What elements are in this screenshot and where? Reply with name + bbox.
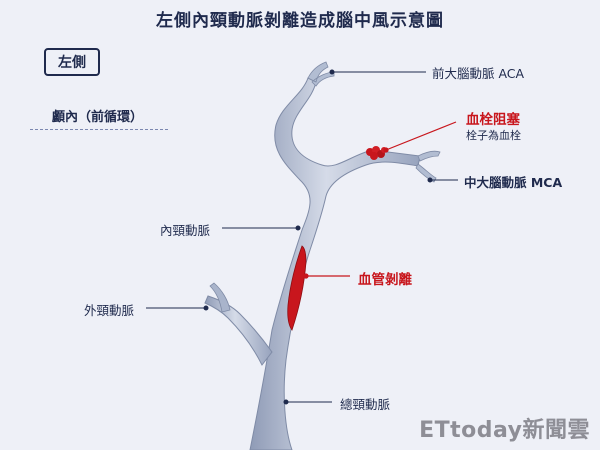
ica-label: 內頸動脈 — [160, 223, 211, 238]
embolism-leader — [385, 121, 457, 151]
eca-label: 外頸動脈 — [84, 303, 135, 318]
mca-tip-vessel — [415, 150, 441, 183]
ica-leader-dot — [295, 225, 301, 231]
aca-leader-dot — [329, 69, 335, 75]
mca-leader-dot — [427, 177, 433, 183]
aca-tip-vessel — [307, 61, 335, 87]
embolism-leader-dot — [383, 147, 389, 153]
embolism-label: 血栓阻塞 — [466, 112, 520, 128]
mca-label: 中大腦動脈 MCA — [464, 175, 563, 190]
dissection-leader-dot — [303, 273, 309, 279]
common-carotid-vessel — [249, 77, 421, 450]
side-label-box: 左側 — [44, 48, 100, 76]
side-label: 左側 — [58, 55, 86, 71]
dissection-tear — [287, 245, 307, 331]
external-carotid-vessel — [204, 295, 273, 366]
cca-label: 總頸動脈 — [340, 397, 391, 412]
dissection-label: 血管剝離 — [358, 272, 412, 288]
eca-leader-dot — [203, 305, 209, 311]
leader-lines — [146, 69, 458, 405]
red-leader-lines — [303, 121, 457, 279]
external-carotid-twig — [209, 282, 231, 313]
embolism-note: 栓子為血栓 — [466, 129, 521, 142]
ettoday-logo: ETtoday新聞雲 — [419, 418, 590, 443]
cca-leader-dot — [283, 399, 289, 405]
page-title: 左側內頸動脈剝離造成腦中風示意圖 — [156, 11, 444, 31]
aca-label: 前大腦動脈 ACA — [432, 66, 525, 81]
region-divider — [30, 129, 168, 130]
region-label: 顱內（前循環） — [52, 110, 144, 125]
